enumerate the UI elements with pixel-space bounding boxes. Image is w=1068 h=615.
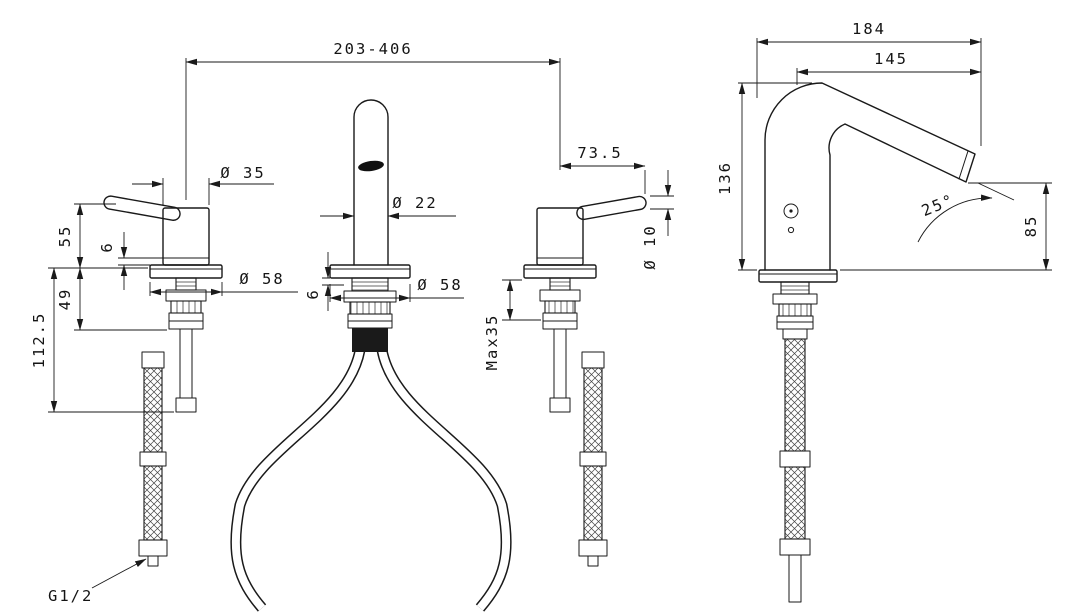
left-pipe-fitting [175, 397, 197, 413]
side-hose-top-fitting [782, 328, 808, 340]
side-hose-tail [788, 554, 802, 603]
right-ribbed-nut [544, 300, 576, 314]
dim-handle-trim-label: 6 [98, 241, 116, 252]
dim-under-counter-label: 49 [56, 288, 74, 311]
side-escutcheon [758, 269, 838, 283]
right-mounting-nut [539, 289, 581, 302]
right-handle-body [536, 207, 584, 266]
sensor-window [783, 203, 799, 219]
dim-max-counter-label: Max35 [483, 314, 501, 371]
dim-outlet-height-label: 85 [1022, 215, 1040, 238]
left-handle-lever [103, 195, 181, 221]
spout-tube [353, 99, 389, 266]
dim-base-diameter-center-label: Ø 58 [417, 276, 462, 294]
spout-outlet-opening [358, 160, 384, 172]
dim-spread-label: 203-406 [333, 40, 412, 58]
left-hose-coupler [139, 451, 167, 467]
center-escutcheon [329, 264, 411, 279]
side-threaded-shank [780, 281, 810, 295]
right-pipe-fitting [549, 397, 571, 413]
dim-handle-length-label: 73.5 [577, 144, 622, 162]
aerator-face-line [958, 150, 969, 180]
right-braided-hose [583, 367, 603, 453]
center-spout-unit [230, 99, 512, 612]
front-view [103, 99, 647, 612]
side-view [758, 82, 976, 603]
left-threaded-shank [175, 277, 197, 291]
left-hose-hex-nut [138, 539, 168, 557]
center-hose-block [352, 328, 388, 352]
right-handle-lever [576, 195, 647, 221]
dim-overall-reach-label: 184 [852, 20, 886, 38]
dim-escutcheon-height-label: 6 [304, 288, 322, 299]
side-ribbed-nut [778, 303, 812, 317]
center-ribbed-nut [349, 301, 391, 315]
dim-handle-height-label: 55 [56, 225, 74, 248]
right-hose-coupler [579, 451, 607, 467]
side-braided-hose [784, 338, 806, 452]
center-mounting-nut [343, 290, 397, 303]
dim-lever-diameter-label: Ø 10 [641, 224, 659, 269]
right-threaded-shank [549, 277, 571, 291]
left-escutcheon [149, 264, 223, 279]
dim-supply-thread-label: G1/2 [48, 587, 93, 605]
dim-base-diameter-left-label: Ø 58 [239, 270, 284, 288]
left-ribbed-nut [170, 300, 202, 314]
right-hose-end [587, 555, 599, 567]
dim-spout-reach-label: 145 [874, 50, 908, 68]
left-braided-hose [143, 367, 163, 453]
right-tail-pipe [553, 328, 567, 399]
left-tail-pipe [179, 328, 193, 399]
dim-spout-diameter-label: Ø 22 [392, 194, 437, 212]
left-hose-top-fitting [141, 351, 165, 369]
right-handle-unit [523, 195, 647, 567]
dim-overall-under-label: 112.5 [30, 312, 48, 369]
dimension-lines [48, 38, 1052, 589]
dimension-labels: 203-406 Ø 35 Ø 22 73.5 Ø 10 55 6 49 112.… [30, 20, 1040, 605]
right-escutcheon [523, 264, 597, 279]
center-threaded-shank [351, 277, 389, 292]
side-mounting-nut [772, 293, 818, 305]
left-handle-body [162, 207, 210, 266]
left-handle-unit [103, 195, 223, 567]
spout-profile [764, 82, 976, 271]
side-hose-coupler-1 [779, 450, 811, 468]
left-hose-end [147, 555, 159, 567]
indicator-dot [787, 226, 795, 234]
dim-outlet-angle-label: 25° [919, 191, 957, 220]
dim-handle-diameter-label: Ø 35 [220, 164, 265, 182]
side-hose-coupler-2 [779, 538, 811, 556]
right-hose-hex-nut [578, 539, 608, 557]
right-hose-top-fitting [581, 351, 605, 369]
dim-spout-height-label: 136 [716, 161, 734, 195]
